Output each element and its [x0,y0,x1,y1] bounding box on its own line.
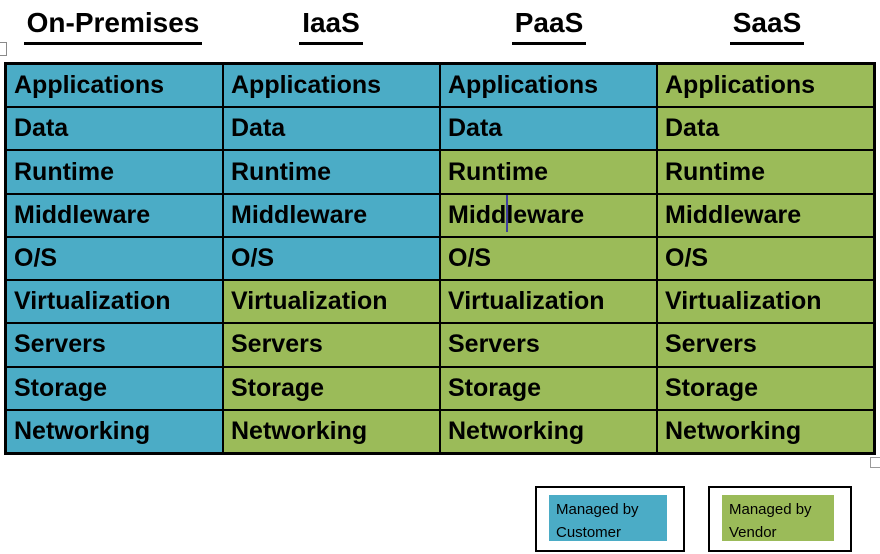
header-cell-paas: PaaS [440,6,658,45]
table-cell[interactable]: O/S [224,237,439,280]
table-cell[interactable]: Runtime [658,151,873,193]
table-cell[interactable]: Middleware [7,194,222,236]
legend-vendor-line1: Managed by [729,501,812,518]
table-cell[interactable]: Data [7,108,222,150]
table-cell[interactable]: Runtime [441,151,656,193]
table-cell[interactable]: Runtime [224,151,439,193]
text-cursor [506,195,508,232]
table-cell[interactable]: Networking [658,410,873,452]
table-cell[interactable]: Servers [658,324,873,366]
table-cell[interactable]: Applications [7,65,222,107]
table-cell[interactable]: Virtualization [658,281,873,323]
table-cell[interactable]: O/S [7,237,222,280]
table-cell[interactable]: Middleware [224,194,439,236]
legend-swatch-vendor: Managed by Vendor [722,495,834,541]
table-cell[interactable]: Servers [7,324,222,366]
table-cell[interactable]: Middleware [658,194,873,236]
table-resize-handle[interactable] [870,457,880,468]
table-cell[interactable]: Networking [7,410,222,452]
table-cell[interactable]: Storage [658,367,873,409]
table-cell[interactable]: Applications [441,65,656,107]
table-cell[interactable]: Virtualization [441,281,656,323]
table-cell[interactable]: Applications [658,65,873,107]
table-cell[interactable]: Data [441,108,656,150]
column-header-iaas[interactable]: IaaS [299,6,363,45]
table-anchor-mark [0,42,7,56]
table-cell[interactable]: Middleware [441,194,656,236]
column-headers: On-Premises IaaS PaaS SaaS [4,6,876,45]
legend-customer-line2: Customer [556,524,622,541]
header-cell-saas: SaaS [658,6,876,45]
table-cell[interactable]: Storage [441,367,656,409]
table-cell[interactable]: O/S [658,237,873,280]
header-cell-iaas: IaaS [222,6,440,45]
legend-vendor-line2: Vendor [729,524,777,541]
legend-customer-line1: Managed by [556,501,639,518]
table-cell[interactable]: Applications [224,65,439,107]
table-cell[interactable]: O/S [441,237,656,280]
legend-box-vendor: Managed by Vendor [708,486,852,552]
column-header-on-premises[interactable]: On-Premises [23,6,203,45]
table-cell[interactable]: Servers [441,324,656,366]
table-cell[interactable]: Virtualization [224,281,439,323]
table-cell[interactable]: Data [224,108,439,150]
legend-swatch-customer: Managed by Customer [549,495,667,541]
table-cell[interactable]: Runtime [7,151,222,193]
table-cell[interactable]: Storage [7,367,222,409]
table-cell[interactable]: Storage [224,367,439,409]
legend-box-customer: Managed by Customer [535,486,685,552]
column-header-paas[interactable]: PaaS [511,6,587,45]
table-cell[interactable]: Servers [224,324,439,366]
table-cell[interactable]: Virtualization [7,281,222,323]
table-cell[interactable]: Networking [224,410,439,452]
column-header-saas[interactable]: SaaS [729,6,805,45]
header-cell-on-premises: On-Premises [4,6,222,45]
table-cell[interactable]: Networking [441,410,656,452]
table-cell[interactable]: Data [658,108,873,150]
